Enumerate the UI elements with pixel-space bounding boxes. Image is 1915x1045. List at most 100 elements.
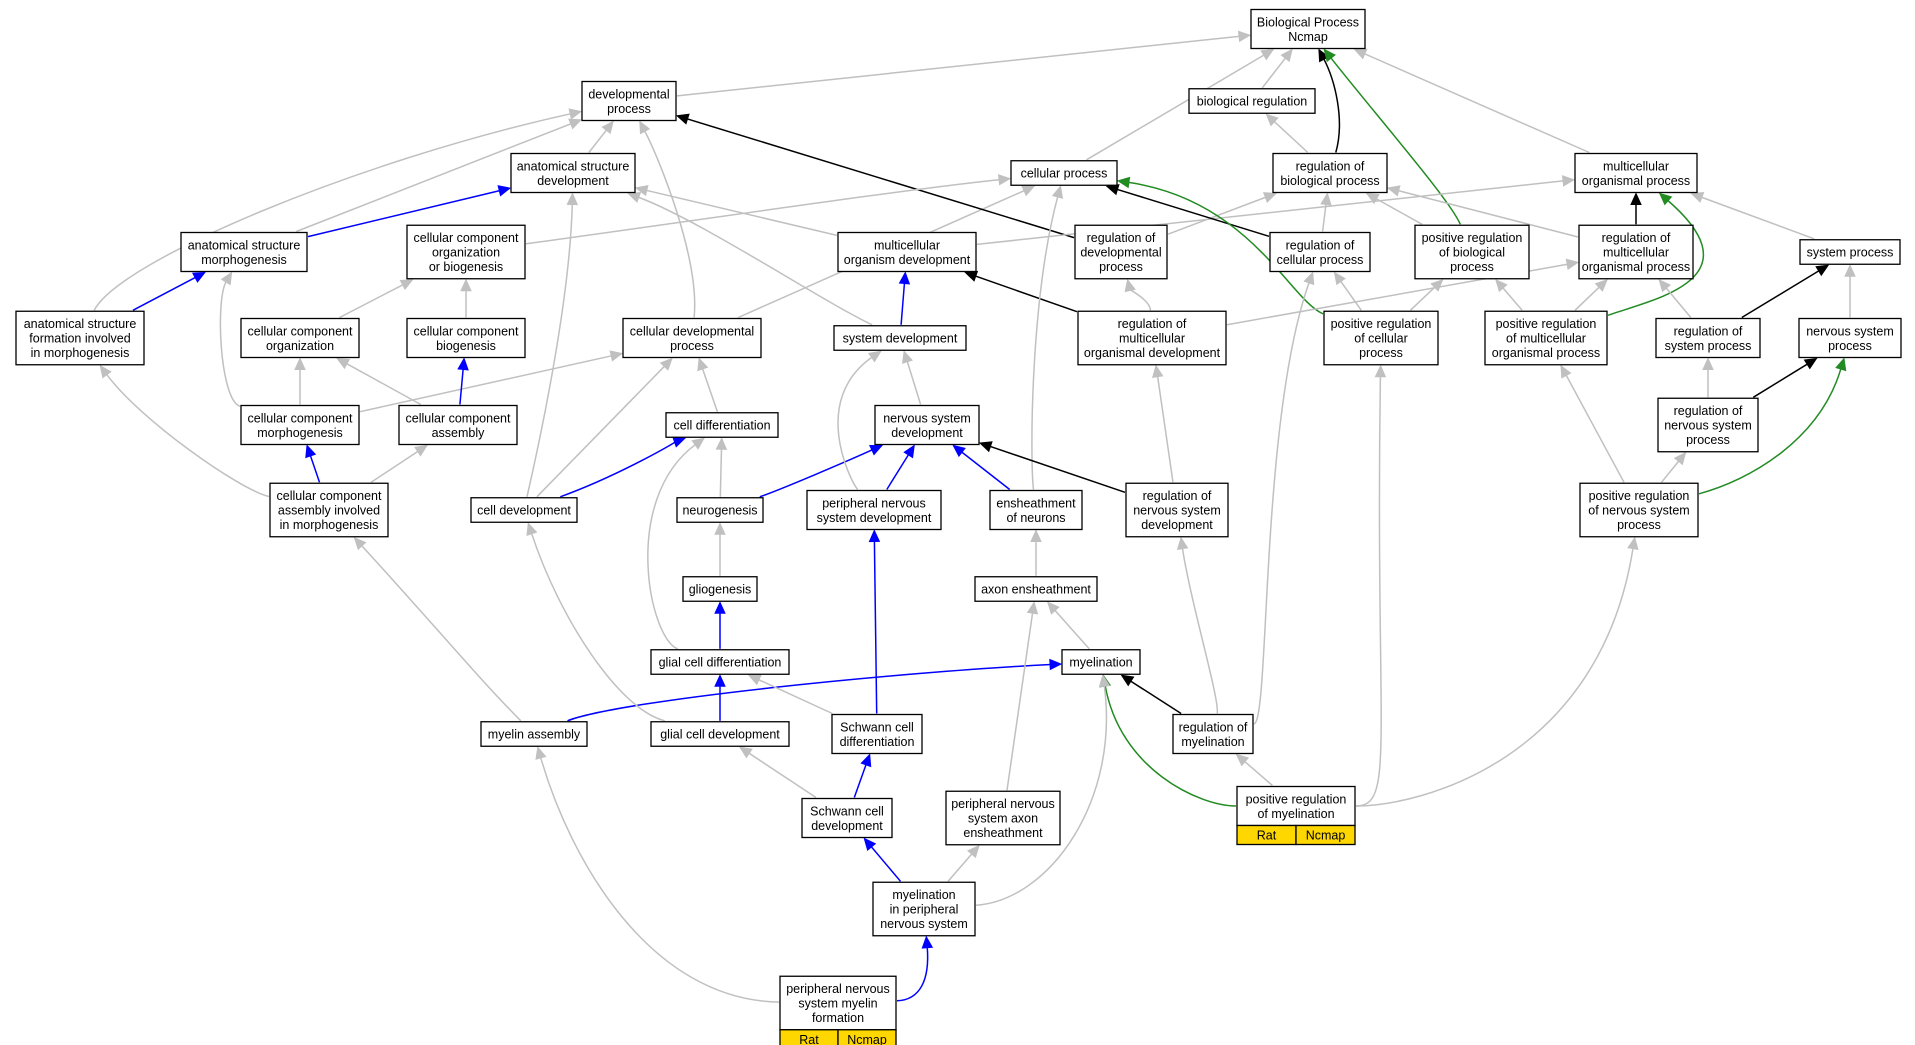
edge-line (1339, 280, 1362, 311)
go-term-label-line: regulation of (1286, 238, 1355, 252)
go-term-node[interactable]: myelin assembly (480, 721, 588, 747)
relationship-edge (460, 278, 472, 318)
edge-arrowhead (659, 357, 673, 371)
edge-arrowhead (1815, 264, 1830, 277)
species-label: Rat (1257, 829, 1277, 843)
edge-line (1116, 188, 1270, 238)
relationship-edge (697, 357, 719, 413)
edge-arrowhead (714, 601, 726, 614)
edge-line (647, 443, 697, 650)
edge-arrowhead (675, 113, 690, 125)
go-term-label-line: system myelin (798, 997, 877, 1011)
go-term-box (1574, 152, 1698, 194)
go-term-node[interactable]: system process (1799, 239, 1901, 265)
relationship-edge (896, 935, 934, 1002)
edge-line (1363, 52, 1590, 154)
go-term-node[interactable]: axon ensheathment (974, 576, 1098, 602)
go-term-node[interactable]: myelination (1061, 649, 1141, 675)
edge-arrowhead (639, 120, 651, 135)
edge-line (837, 356, 873, 490)
go-term-node[interactable]: system development (833, 325, 967, 351)
edge-line (1322, 57, 1341, 153)
relationship-edge (1574, 278, 1608, 311)
go-term-node[interactable]: cell differentiation (665, 412, 779, 438)
edge-arrowhead (714, 522, 726, 535)
edge-arrowhead (1844, 264, 1856, 277)
edge-arrowhead (191, 271, 206, 283)
go-term-label-line: axon ensheathment (981, 583, 1091, 597)
edge-arrowhead (460, 278, 472, 292)
go-term-box (1010, 160, 1118, 186)
edge-arrowhead (997, 174, 1012, 186)
edge-arrowhead (1262, 192, 1277, 204)
edge-arrowhead (568, 108, 583, 120)
go-term-node[interactable]: biological regulation (1188, 88, 1316, 114)
edge-arrowhead (1365, 192, 1380, 205)
go-term-node[interactable]: cellular process (1010, 160, 1118, 186)
edge-line (588, 128, 608, 153)
relationship-edge (647, 437, 705, 650)
relationship-edge (1265, 113, 1309, 154)
go-term-label-line: nervous system (1133, 504, 1221, 518)
edge-arrowhead (1333, 271, 1346, 286)
go-term-node[interactable]: cell development (470, 497, 578, 523)
go-term-label-line: anatomical structure (188, 238, 301, 252)
edge-arrowhead (1627, 536, 1639, 551)
edge-arrowhead (336, 357, 351, 370)
go-term-node[interactable]: glial cell differentiation (650, 649, 790, 675)
relationship-edge (1320, 192, 1332, 232)
edge-line (960, 451, 1011, 491)
go-term-node[interactable]: glial cell development (650, 721, 790, 747)
go-term-label-line: positive regulation (1246, 792, 1347, 806)
go-term-node[interactable]: gliogenesis (682, 576, 758, 602)
edge-line (1129, 680, 1182, 715)
relationship-edge (588, 120, 614, 153)
go-term-box (180, 231, 308, 273)
go-term-label-line: system development (817, 511, 932, 525)
relationship-edge (715, 437, 728, 497)
go-term-node[interactable]: neurogenesis (676, 497, 764, 523)
go-term-label-line: assembly (432, 426, 486, 440)
go-term-box (806, 489, 942, 531)
go-term-label-line: regulation of (1674, 404, 1743, 418)
go-term-box (1272, 152, 1388, 194)
relationship-edge (1355, 536, 1639, 807)
